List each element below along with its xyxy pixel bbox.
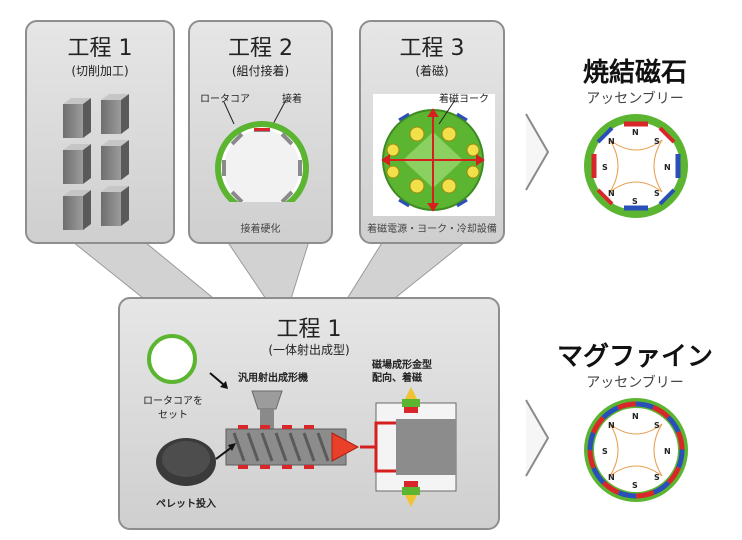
pole-label: S <box>654 189 660 198</box>
pole-label: N <box>664 447 671 456</box>
magnet-block <box>101 186 129 226</box>
result-arrow-top <box>525 113 550 191</box>
magnet-block <box>63 98 91 138</box>
integrated-subtitle: (一体射出成型) <box>268 343 350 357</box>
pole-label: S <box>654 137 660 146</box>
magnet-block <box>63 190 91 230</box>
injection-molding-illustration <box>147 334 457 507</box>
pole-label: S <box>654 421 660 430</box>
magnet-blocks-illustration <box>63 94 129 230</box>
sintered-subtitle: アッセンブリー <box>586 91 684 107</box>
step1-panel: 工程 1 (切削加工) <box>25 20 175 244</box>
core-set-label: ロータコアを セット <box>143 396 203 421</box>
pole-label: N <box>608 421 615 430</box>
machine-label: 汎用射出成形機 <box>238 373 308 384</box>
step2-subtitle: (組付接着) <box>231 64 290 78</box>
pole-label: S <box>632 197 638 206</box>
pole-label: S <box>602 447 608 456</box>
step3-subtitle: (着磁) <box>415 64 449 78</box>
label-adhesive: 接着 <box>282 94 302 105</box>
magfine-subtitle: アッセンブリー <box>586 375 684 391</box>
step1-title: 工程 1 <box>67 36 133 61</box>
magnet-block <box>101 94 129 134</box>
pole-label: N <box>632 412 639 421</box>
sintered-title: 焼結磁石 <box>582 58 687 88</box>
step2-panel: 工程 2 (組付接着) ロータコア 接着 接着硬化 <box>188 20 333 244</box>
magnetizing-yoke-illustration <box>373 94 495 216</box>
magfine-title: マグファイン <box>556 342 713 372</box>
result-arrow-bottom <box>525 399 550 477</box>
magnet-block <box>63 144 91 184</box>
step1-subtitle: (切削加工) <box>71 64 129 78</box>
pole-label: S <box>632 481 638 490</box>
pole-label: N <box>632 128 639 137</box>
label-rotor-core: ロータコア <box>200 94 250 105</box>
pole-label: N <box>608 189 615 198</box>
step3-caption: 着磁電源・ヨーク・冷却設備 <box>367 224 497 235</box>
pellet-label: ペレット投入 <box>156 499 216 510</box>
pole-label: N <box>608 473 615 482</box>
sintered-rotor-diagram: N S N S S N N S <box>584 114 688 218</box>
pole-label: S <box>654 473 660 482</box>
integrated-title: 工程 1 <box>276 317 342 342</box>
rotor-core-ring <box>147 334 197 384</box>
step2-title: 工程 2 <box>228 36 293 61</box>
pole-label: S <box>602 163 608 172</box>
mold-label: 磁場成形金型 配向、着磁 <box>372 360 432 384</box>
rotor-assembly-illustration <box>215 99 309 202</box>
step3-title: 工程 3 <box>399 36 465 61</box>
magfine-rotor-diagram: N S N S S N N S <box>584 398 688 502</box>
step2-caption: 接着硬化 <box>240 224 281 235</box>
pole-label: N <box>608 137 615 146</box>
magnet-block <box>101 140 129 180</box>
integrated-process-panel: 工程 1 (一体射出成型) <box>118 297 500 530</box>
step3-panel: 工程 3 (着磁) 着磁ヨーク 着磁電源・ヨーク・冷却設備 <box>359 20 505 244</box>
pole-label: N <box>664 163 671 172</box>
label-magnetizing-yoke: 着磁ヨーク <box>439 94 489 105</box>
